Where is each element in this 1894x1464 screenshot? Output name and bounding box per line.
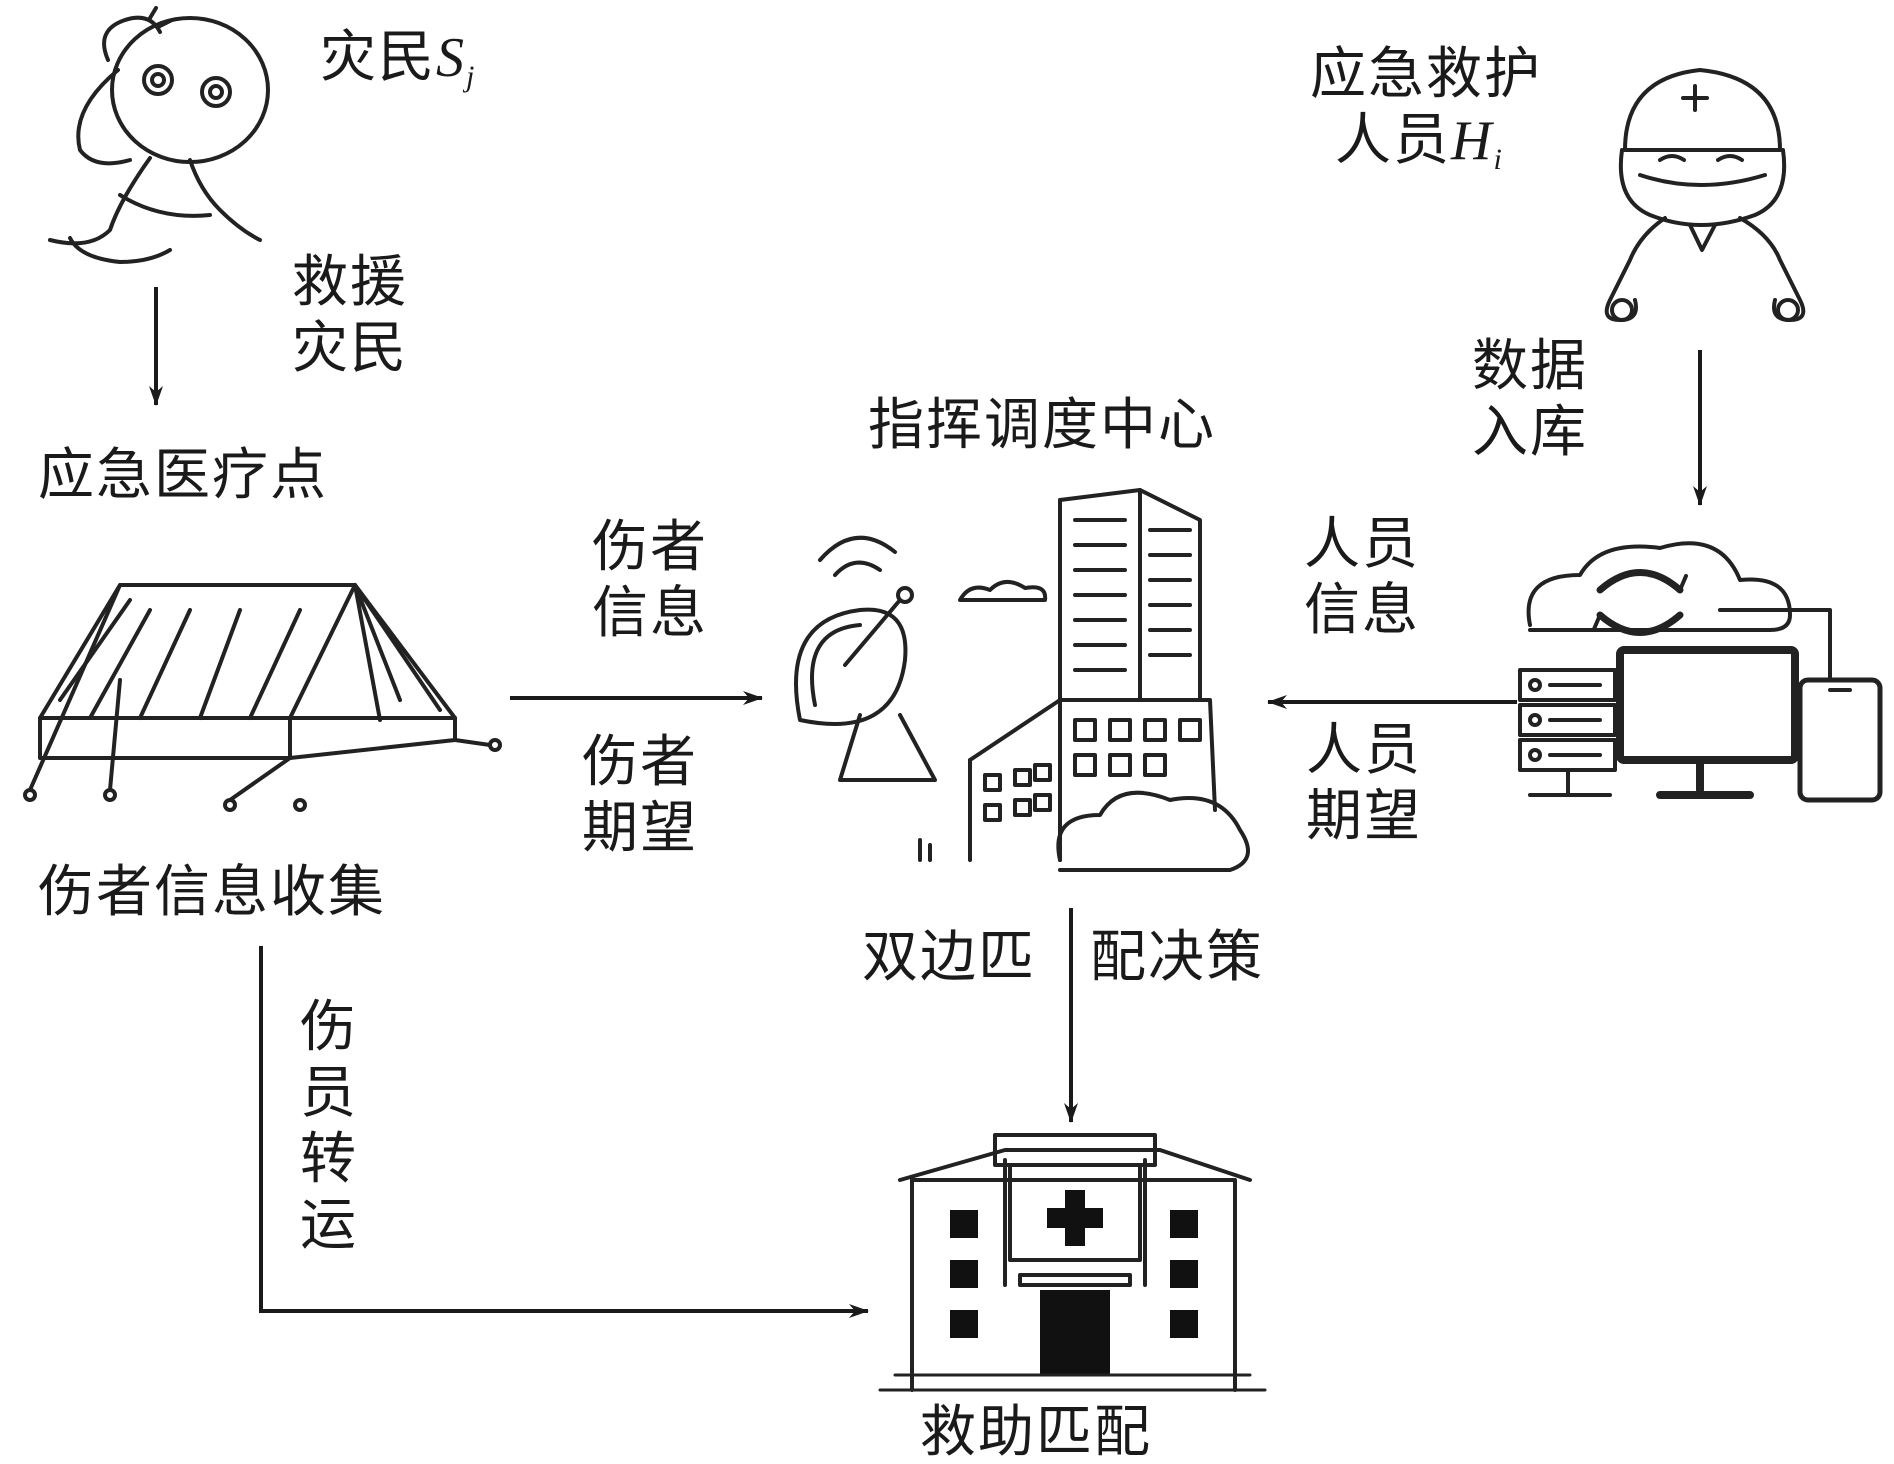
node-matching: 救助匹配 [920, 1400, 1152, 1464]
victim-icon [48, 6, 270, 264]
tent-icon [23, 583, 502, 812]
edge-label-transfer: 伤员转运 [300, 995, 358, 1258]
node-command-center: 指挥调度中心 [868, 393, 1216, 458]
edge-label-staff-info: 人员信息 [1304, 512, 1420, 643]
edge-label-decision-left: 双边匹 [862, 925, 1036, 990]
edge-label-injured-info: 伤者信息 [592, 515, 708, 646]
node-info-collection: 伤者信息收集 [38, 860, 386, 925]
edge-label-staff-expect: 人员期望 [1306, 718, 1422, 849]
victim-label: 灾民Sj [320, 25, 477, 93]
hospital-icon [878, 1133, 1267, 1392]
satellite-dish-icon [794, 535, 937, 782]
edge-label-injured-expect: 伤者期望 [582, 730, 698, 861]
responder-label-line1: 应急救护 [1310, 42, 1542, 107]
edge-label-data-entry: 数据入库 [1472, 334, 1588, 465]
responder-label-line2: 人员Hi [1335, 108, 1504, 176]
medical-staff-icon [1604, 68, 1806, 322]
connector-arrows [149, 287, 1707, 1318]
edge-label-decision-right: 配决策 [1090, 925, 1264, 990]
node-medical-point: 应急医疗点 [38, 443, 328, 508]
responder-label: 应急救护 人员Hi [1310, 42, 1542, 193]
edge-label-rescue: 救援灾民 [292, 250, 408, 381]
command-center-icon [918, 488, 1250, 872]
cloud-server-icon [1518, 541, 1883, 803]
arrow-transfer [259, 946, 869, 1318]
